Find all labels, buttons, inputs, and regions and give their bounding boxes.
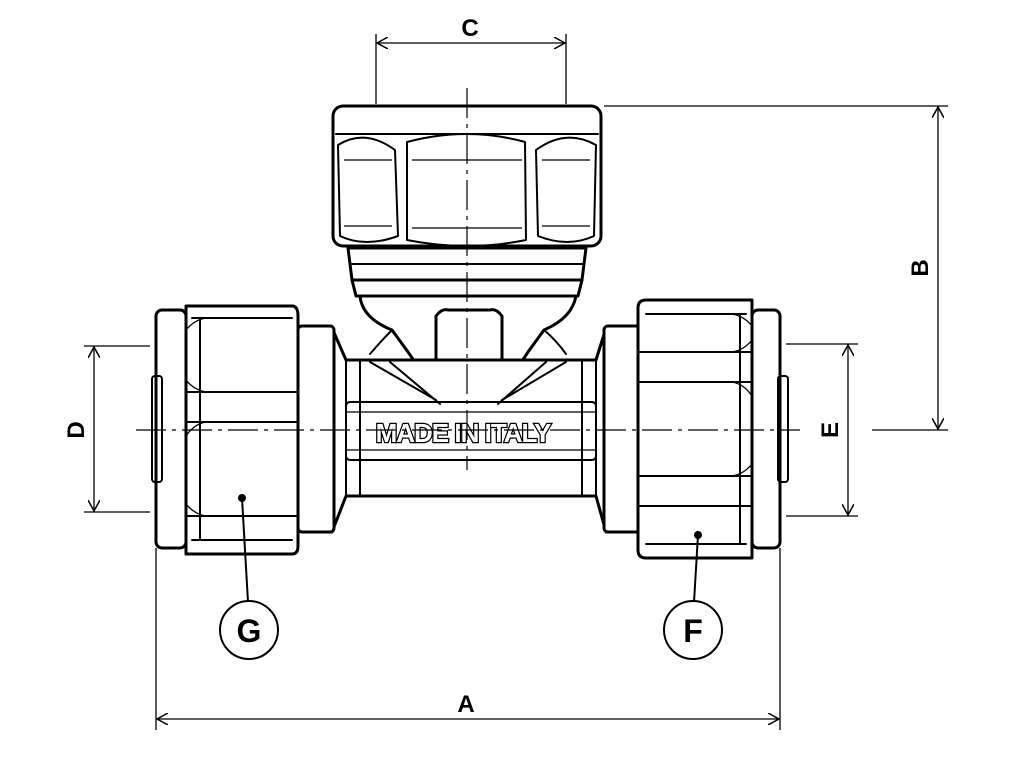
callout-f — [663, 531, 723, 660]
dimension-e-label: E — [817, 422, 844, 438]
left-connection-nut — [151, 304, 336, 556]
dimension-d — [84, 345, 150, 513]
dimension-e — [786, 343, 858, 517]
right-connection-nut — [602, 298, 789, 560]
dimension-d-label: D — [63, 421, 90, 438]
dimension-a — [155, 548, 781, 730]
callout-f-label: F — [683, 613, 703, 649]
dimension-c — [375, 34, 567, 104]
tee-body — [330, 294, 608, 534]
callout-g — [219, 494, 279, 660]
dimension-c-label: C — [461, 15, 478, 42]
dimension-b-label: B — [907, 259, 934, 276]
dimension-b — [604, 105, 948, 431]
callout-g-label: G — [237, 613, 262, 649]
dimension-a-label: A — [457, 691, 474, 718]
made-in-italy-marking: MADE IN ITALY — [376, 418, 551, 448]
